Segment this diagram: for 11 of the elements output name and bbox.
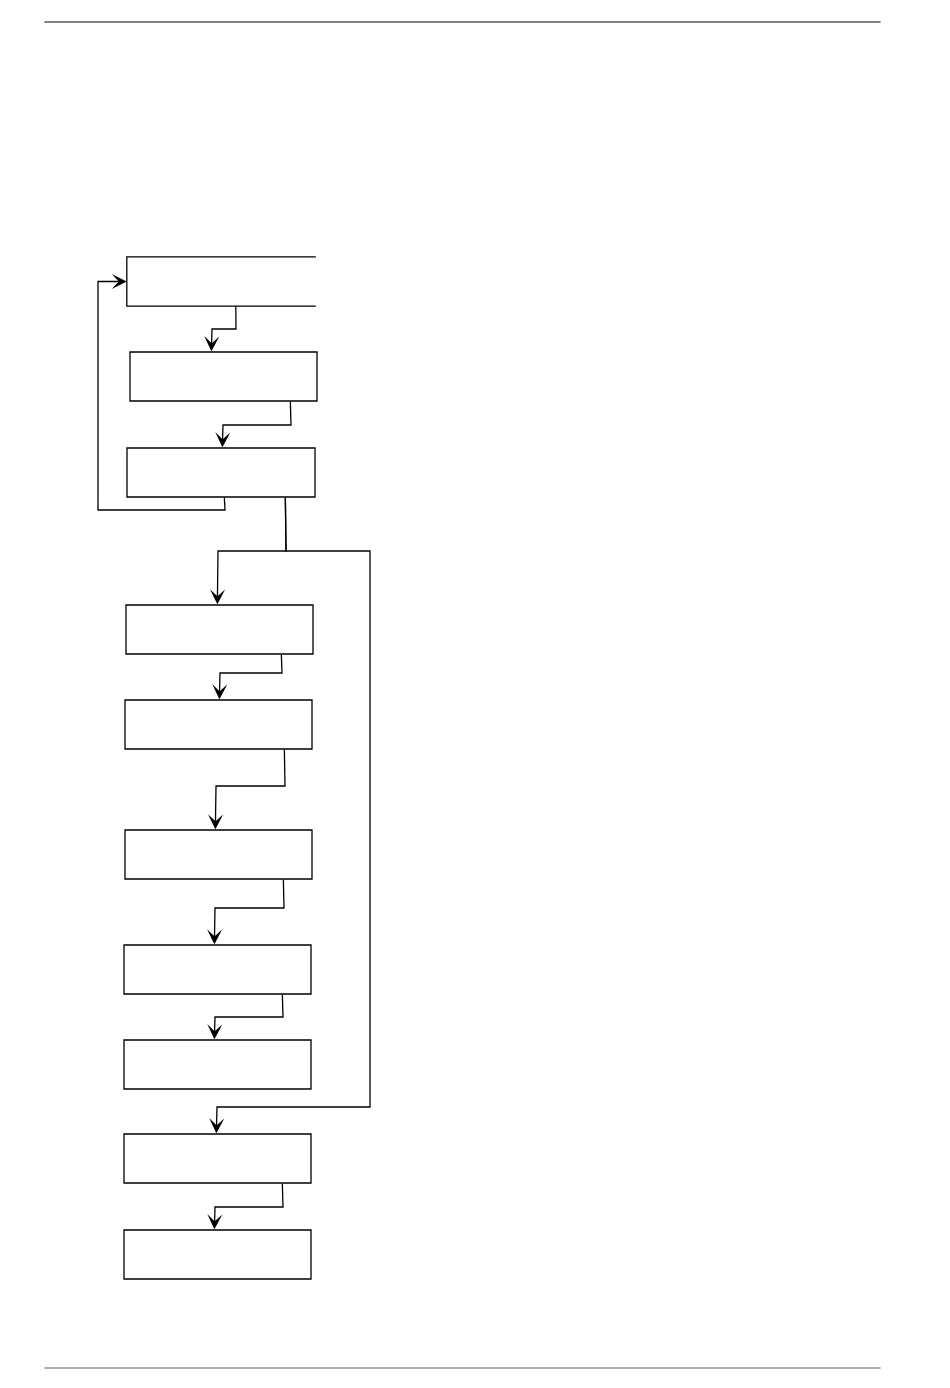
process-box xyxy=(123,944,312,995)
process-box xyxy=(126,256,316,307)
process-box xyxy=(125,604,314,655)
process-box xyxy=(124,829,313,880)
process-box xyxy=(123,1039,312,1090)
process-box xyxy=(123,1229,312,1280)
process-box xyxy=(124,699,313,750)
process-box xyxy=(126,447,316,498)
arrow xyxy=(97,273,226,511)
process-box xyxy=(123,1133,312,1184)
process-box xyxy=(129,351,318,402)
